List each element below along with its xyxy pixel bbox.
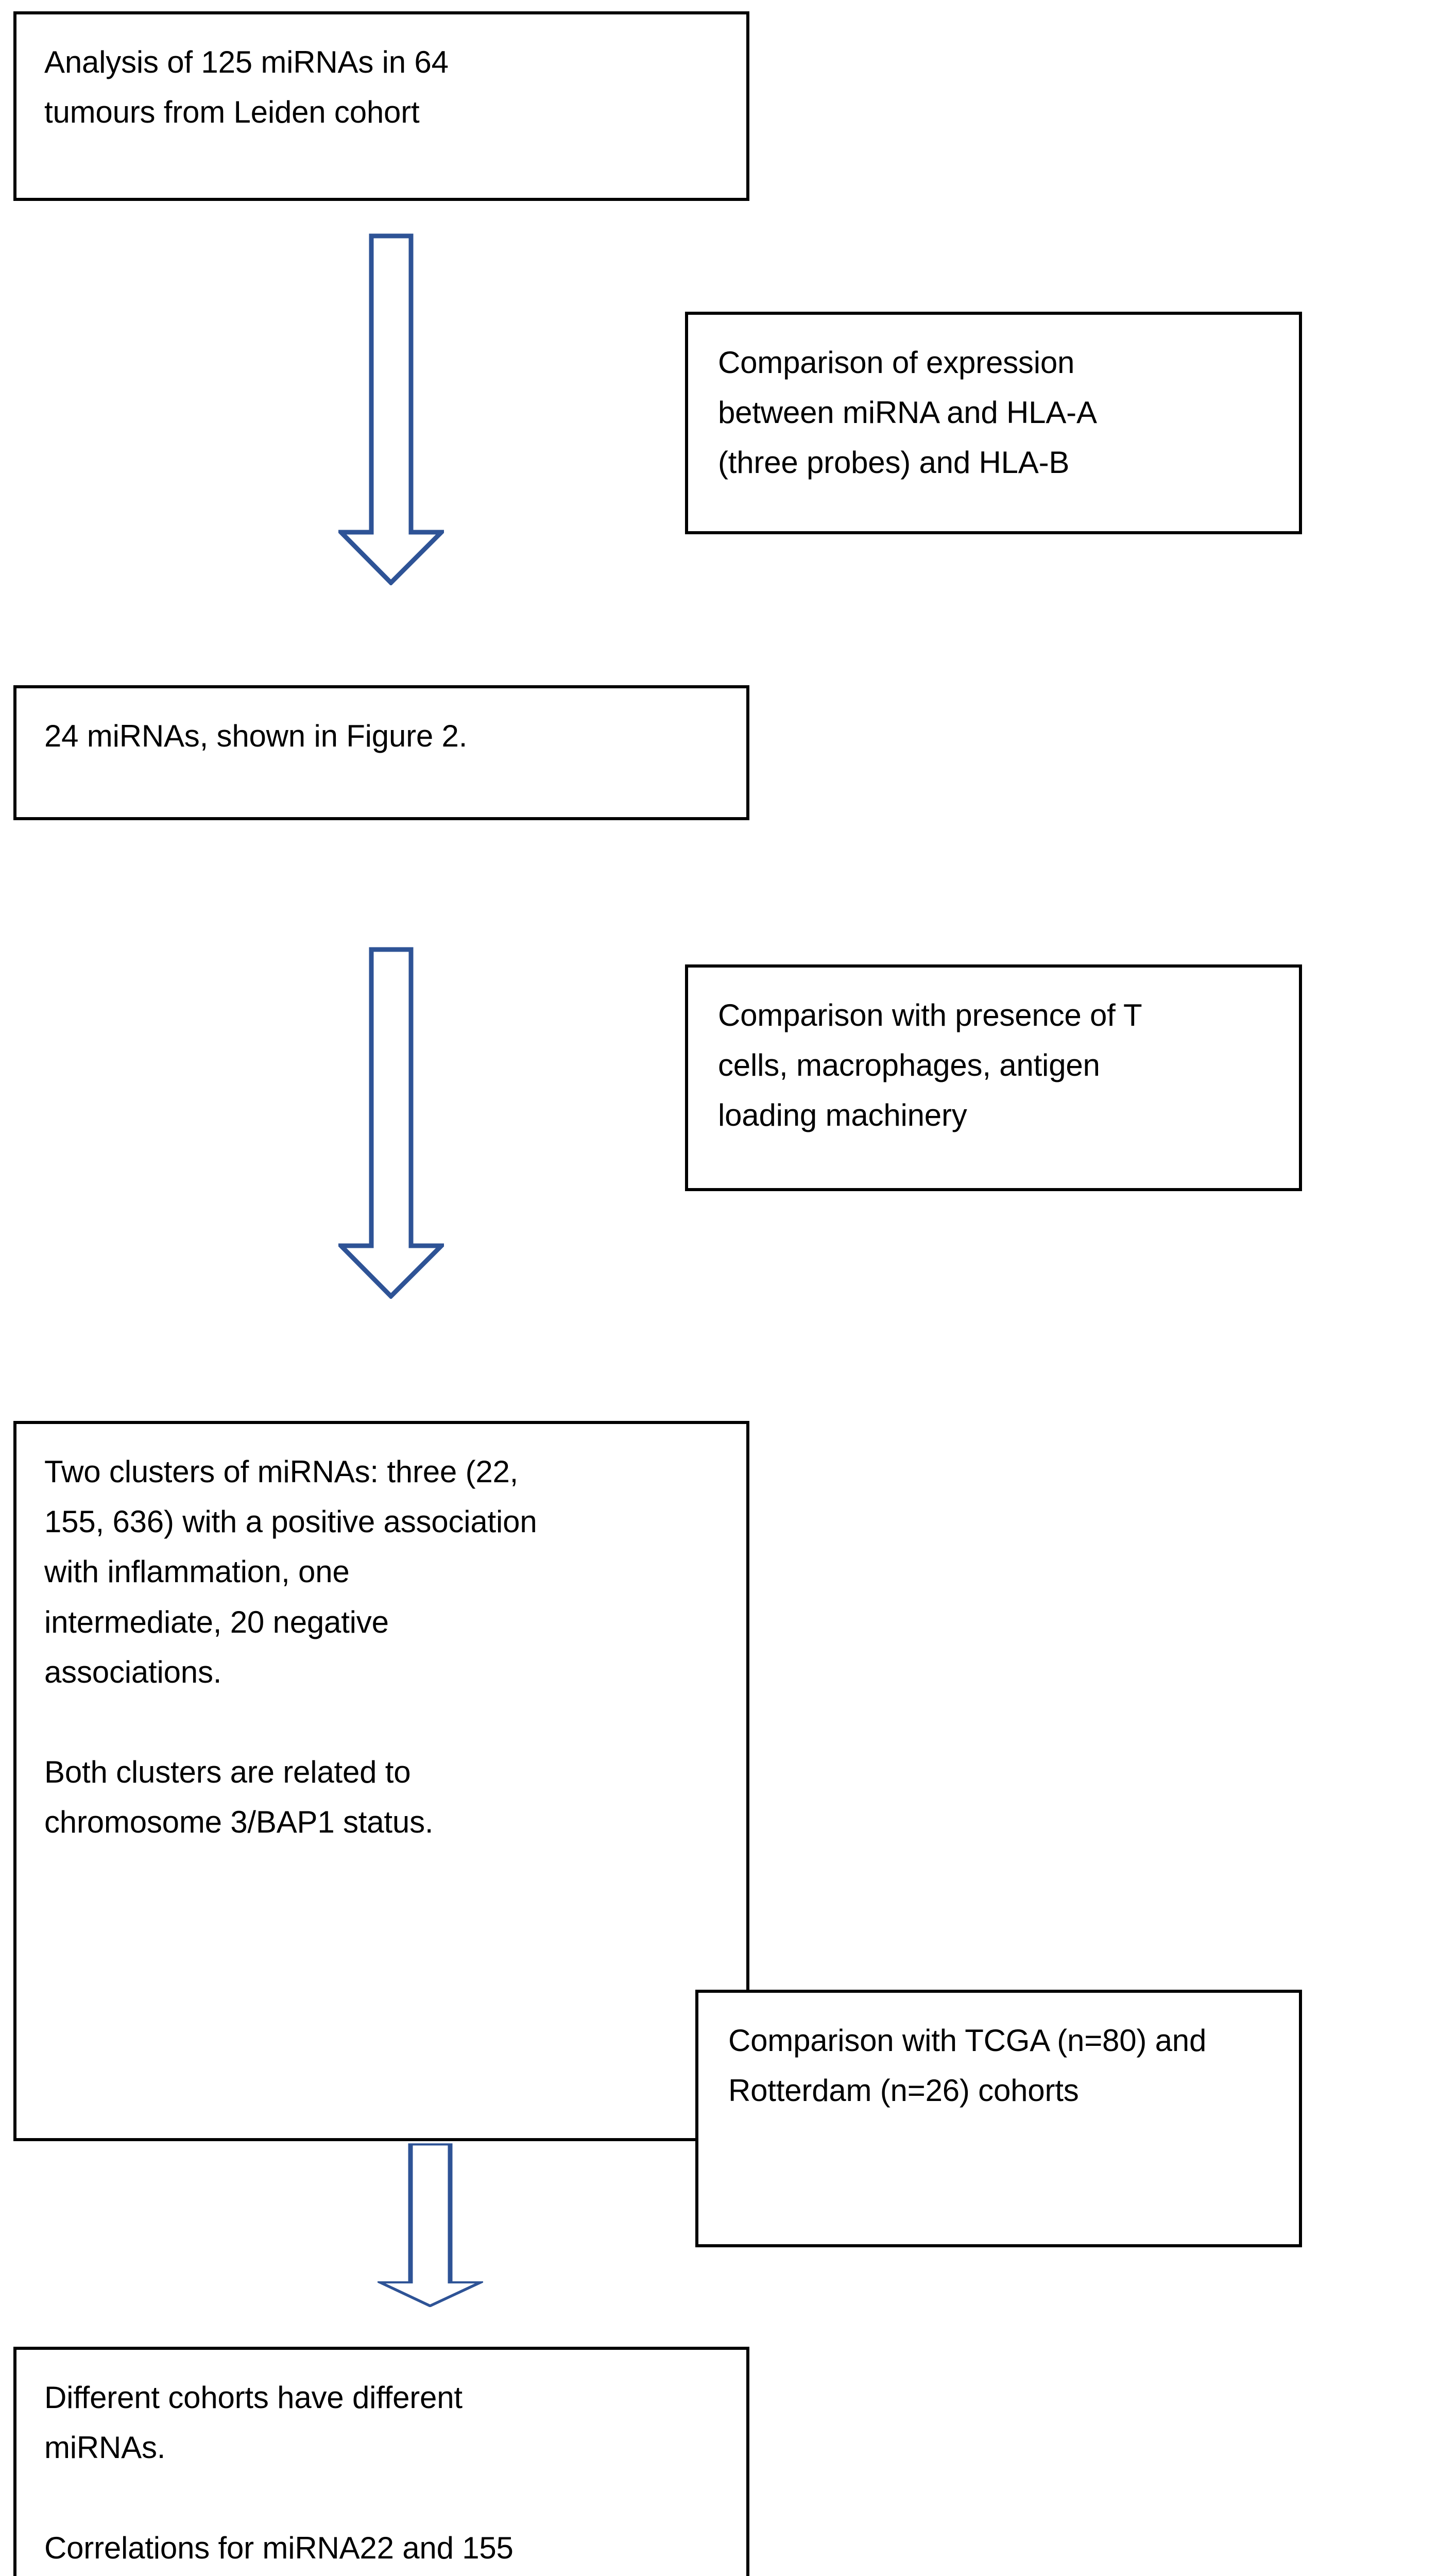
flow-box-step-1-input-cohort: Analysis of 125 miRNAs in 64 tumours fro…: [13, 11, 749, 201]
down-arrow-shape: [338, 947, 444, 1299]
down-arrow-shape: [378, 2143, 483, 2307]
flow-box-step-2-result-24-mirnas: 24 miRNAs, shown in Figure 2.: [13, 685, 749, 820]
annotation-box-3-cohort-comparison: Comparison with TCGA (n=80) and Rotterda…: [695, 1990, 1302, 2247]
flow-box-text: 24 miRNAs, shown in Figure 2.: [44, 719, 468, 753]
annotation-box-2-immune-comparison: Comparison with presence of T cells, mac…: [685, 964, 1302, 1191]
flow-box-text: Two clusters of miRNAs: three (22, 155, …: [44, 1454, 537, 1840]
down-arrow-shape: [338, 233, 444, 585]
annotation-box-text: Comparison with presence of T cells, mac…: [718, 998, 1142, 1133]
annotation-box-text: Comparison of expression between miRNA a…: [718, 345, 1097, 480]
flow-box-text: Different cohorts have different miRNAs.…: [44, 2380, 513, 2565]
flow-box-step-4-cohort-differences: Different cohorts have different miRNAs.…: [13, 2347, 749, 2576]
annotation-box-1-hla-comparison: Comparison of expression between miRNA a…: [685, 312, 1302, 534]
down-arrow-icon-1: [338, 233, 444, 585]
annotation-box-text: Comparison with TCGA (n=80) and Rotterda…: [728, 2023, 1207, 2108]
flow-box-text: Analysis of 125 miRNAs in 64 tumours fro…: [44, 45, 449, 130]
down-arrow-icon-3: [378, 2143, 483, 2307]
down-arrow-icon-2: [338, 947, 444, 1299]
flow-box-step-3-two-clusters: Two clusters of miRNAs: three (22, 155, …: [13, 1421, 749, 2141]
